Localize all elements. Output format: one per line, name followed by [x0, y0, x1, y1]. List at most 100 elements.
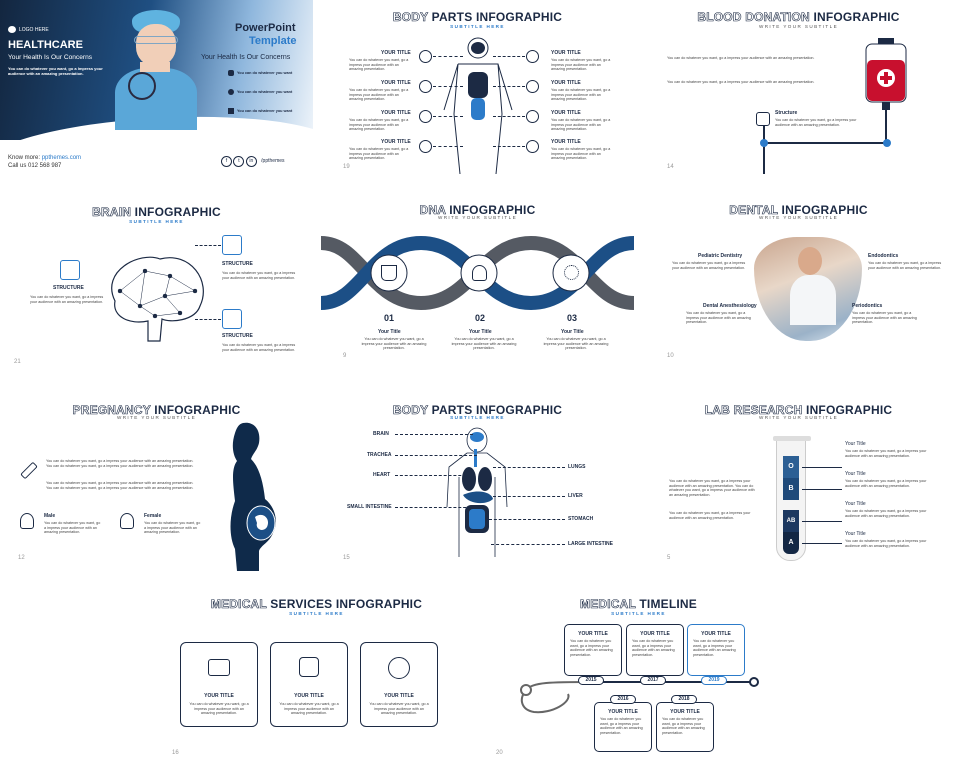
- slide-subtitle: SUBTITLE HERE: [611, 611, 666, 616]
- slide-dna[interactable]: DNA INFOGRAPHIC WRITE YOUR SUBTITLE 01 Y…: [321, 195, 634, 375]
- lab-text-1: You can do whatever you want, go a impre…: [669, 479, 755, 497]
- slide-cover[interactable]: LOGO HERE HEALTHCARE Your Health Is Our …: [0, 0, 313, 180]
- card-title: YOUR TITLE: [701, 631, 731, 637]
- stomach-icon: [419, 110, 432, 123]
- slide-lab-research[interactable]: LAB RESEARCH INFOGRAPHIC WRITE YOUR SUBT…: [642, 395, 955, 575]
- slide-number: 21: [14, 359, 21, 365]
- card-text: You can do whatever you want, go a impre…: [369, 702, 429, 716]
- dental-text-1: You can do whatever you want, go a impre…: [672, 261, 746, 270]
- timeline-dot-right: [883, 139, 891, 147]
- slide-subtitle: WRITE YOUR SUBTITLE: [116, 415, 197, 420]
- right-title-2: YOUR TITLE: [551, 80, 581, 86]
- twitter-icon[interactable]: t: [233, 156, 245, 167]
- card-title: YOUR TITLE: [670, 709, 700, 715]
- timeline-stem: [763, 126, 765, 174]
- male-icon: [20, 513, 34, 529]
- step-number-1: 01: [384, 313, 395, 323]
- slide-subtitle: WRITE YOUR SUBTITLE: [437, 215, 518, 220]
- liver-icon: [526, 110, 539, 123]
- anatomy-illustration: [446, 427, 508, 557]
- slide-blood-donation[interactable]: BLOOD DONATION INFOGRAPHIC WRITE YOUR SU…: [642, 0, 955, 180]
- timeline-card-2019[interactable]: YOUR TITLE You can do whatever you want,…: [687, 624, 745, 676]
- left-text-2: You can do whatever you want, go a impre…: [349, 88, 409, 102]
- card-title: YOUR TITLE: [608, 709, 638, 715]
- male-label: Male: [44, 513, 56, 519]
- blood-group-b: B: [783, 478, 799, 500]
- service-card-2[interactable]: YOUR TITLE You can do whatever you want,…: [270, 642, 348, 727]
- timeline-card-2015[interactable]: YOUR TITLE You can do whatever you want,…: [564, 624, 622, 676]
- logo: LOGO HERE: [8, 26, 49, 33]
- timeline-card-2016[interactable]: YOUR TITLE You can do whatever you want,…: [594, 702, 652, 752]
- year-2016: 2016: [610, 695, 636, 704]
- label-trachea: TRACHEA: [367, 452, 392, 458]
- dental-text-4: You can do whatever you want, go a impre…: [852, 311, 917, 325]
- ppt-concern: Your Health Is Our Concerns: [201, 54, 291, 61]
- timeline-card-2017[interactable]: YOUR TITLE You can do whatever you want,…: [626, 624, 684, 676]
- slide-body-parts-2[interactable]: BODY PARTS INFOGRAPHIC SUBTITLE HERE BRA…: [321, 395, 634, 575]
- phone-medical-icon: [299, 657, 319, 677]
- slide-subtitle: WRITE YOUR SUBTITLE: [758, 24, 839, 29]
- right-text-1: You can do whatever you want, go a impre…: [551, 58, 611, 72]
- lab-desc-1: You can do whatever you want, go a impre…: [845, 449, 927, 458]
- lab-title-4: Your Title: [845, 531, 866, 537]
- slide-medical-timeline[interactable]: MEDICAL TIMELINE SUBTITLE HERE YOUR TITL…: [482, 590, 795, 760]
- slide-pregnancy[interactable]: PREGNANCY INFOGRAPHIC WRITE YOUR SUBTITL…: [0, 395, 313, 575]
- lab-desc-4: You can do whatever you want, go a impre…: [845, 539, 927, 548]
- female-icon: [120, 513, 134, 529]
- doctor-icon: [472, 265, 487, 281]
- label-heart: HEART: [373, 472, 391, 478]
- linkedin-icon[interactable]: in: [245, 156, 257, 167]
- female-text: You can do whatever you want, go a impre…: [144, 521, 201, 535]
- label-stomach: STOMACH: [568, 516, 594, 522]
- label-liver: LIVER: [568, 493, 583, 499]
- pencil-icon: [222, 309, 242, 329]
- slide-number: 16: [172, 750, 179, 756]
- feature-1: You can do whatever you want: [228, 70, 292, 76]
- card-text: You can do whatever you want, go a impre…: [693, 639, 736, 657]
- timeline-card-2018[interactable]: YOUR TITLE You can do whatever you want,…: [656, 702, 714, 752]
- phone: Call us 012 568 987: [8, 163, 62, 169]
- service-card-3[interactable]: YOUR TITLE You can do whatever you want,…: [360, 642, 438, 727]
- flask-icon: [381, 265, 397, 281]
- nurse-photo: [110, 10, 200, 130]
- slide-brain[interactable]: BRAIN INFOGRAPHIC SUBTITLE HERE STRUCTUR…: [0, 195, 313, 375]
- dental-title-3: Dental Anesthesiology: [703, 303, 757, 309]
- right-text-4: You can do whatever you want, go a impre…: [551, 147, 611, 161]
- card-text: You can do whatever you want, go a impre…: [662, 717, 705, 735]
- test-tube-icon: [756, 112, 770, 126]
- structure-text-3: You can do whatever you want, go a impre…: [222, 343, 296, 352]
- website-link[interactable]: ppthemes.com: [41, 155, 82, 161]
- bladder-icon: [526, 140, 539, 153]
- left-text-1: You can do whatever you want, go a impre…: [349, 58, 409, 72]
- lab-desc-2: You can do whatever you want, go a impre…: [845, 479, 927, 488]
- structure-text-2: You can do whatever you want, go a impre…: [222, 271, 296, 280]
- pregnant-silhouette: [230, 422, 276, 571]
- lab-title-3: Your Title: [845, 501, 866, 507]
- step-text-1: You can do whatever you want, go a impre…: [361, 337, 427, 351]
- slide-dental[interactable]: DENTAL INFOGRAPHIC WRITE YOUR SUBTITLE P…: [642, 195, 955, 375]
- card-text: You can do whatever you want, go a impre…: [600, 717, 643, 735]
- slide-number: 20: [496, 750, 503, 756]
- brain-network-illustration: [111, 256, 204, 342]
- ppt-title-2: Template: [249, 35, 297, 47]
- step-title-3: Your Title: [561, 329, 584, 335]
- intestine-icon: [419, 140, 432, 153]
- right-title-1: YOUR TITLE: [551, 50, 581, 56]
- service-card-1[interactable]: YOUR TITLE You can do whatever you want,…: [180, 642, 258, 727]
- cover-tagline: Your Health Is Our Concerns: [8, 54, 93, 61]
- card-text: You can do whatever you want, go a impre…: [279, 702, 339, 716]
- slide-medical-services[interactable]: MEDICAL SERVICES INFOGRAPHIC SUBTITLE HE…: [160, 590, 473, 760]
- structure-text-1: You can do whatever you want, go a impre…: [30, 295, 104, 304]
- step-title-1: Your Title: [378, 329, 401, 335]
- slide-title: BRAIN INFOGRAPHIC: [92, 205, 221, 220]
- right-text-3: You can do whatever you want, go a impre…: [551, 118, 611, 132]
- step-text-3: You can do whatever you want, go a impre…: [543, 337, 609, 351]
- slide-body-parts-1[interactable]: BODY PARTS INFOGRAPHIC SUBTITLE HERE YOU…: [321, 0, 634, 180]
- left-title-4: YOUR TITLE: [381, 139, 411, 145]
- slide-title: DNA INFOGRAPHIC: [419, 203, 536, 218]
- label-brain: BRAIN: [373, 431, 389, 437]
- feature-2: You can do whatever you want: [228, 89, 292, 95]
- label-large-intestine: LARGE INTESTINE: [568, 541, 614, 547]
- lungs-icon: [419, 80, 432, 93]
- facebook-icon[interactable]: f: [221, 156, 232, 167]
